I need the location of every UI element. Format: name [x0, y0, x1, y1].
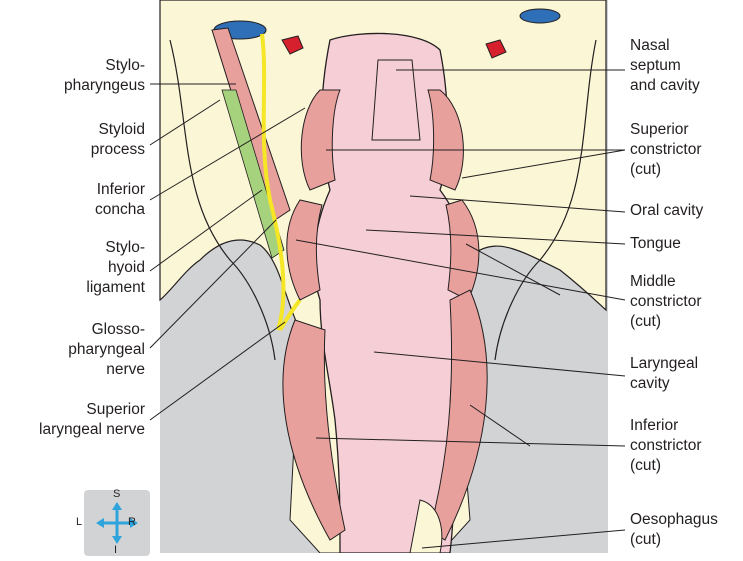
nasal-septum-shape [372, 60, 420, 140]
label-inferior-concha: Inferior concha [95, 180, 145, 220]
label-glossopharyngeal-nerve: Glosso- pharyngeal nerve [68, 320, 145, 380]
label-oral-cavity: Oral cavity [630, 201, 703, 221]
compass-inferior: I [114, 544, 117, 556]
label-stylopharyngeus: Stylo- pharyngeus [64, 56, 145, 96]
label-stylohyoid-ligament: Stylo- hyoid ligament [86, 238, 145, 298]
compass-superior: S [113, 488, 120, 500]
label-middle-constrictor: Middle constrictor (cut) [630, 272, 702, 332]
label-styloid-process: Styloid process [91, 120, 145, 160]
compass-left: L [76, 516, 82, 528]
orientation-compass: S L R I [84, 490, 150, 556]
label-inferior-constrictor: Inferior constrictor (cut) [630, 416, 702, 476]
label-tongue: Tongue [630, 234, 681, 254]
right-blue-vessel [520, 9, 560, 23]
label-superior-laryngeal-nerve: Superior laryngeal nerve [39, 400, 145, 440]
label-superior-constrictor: Superior constrictor (cut) [630, 120, 702, 180]
label-nasal-septum: Nasal septum and cavity [630, 36, 700, 96]
compass-right: R [128, 516, 136, 528]
label-laryngeal-cavity: Laryngeal cavity [630, 354, 698, 394]
label-oesophagus: Oesophagus (cut) [630, 510, 718, 550]
